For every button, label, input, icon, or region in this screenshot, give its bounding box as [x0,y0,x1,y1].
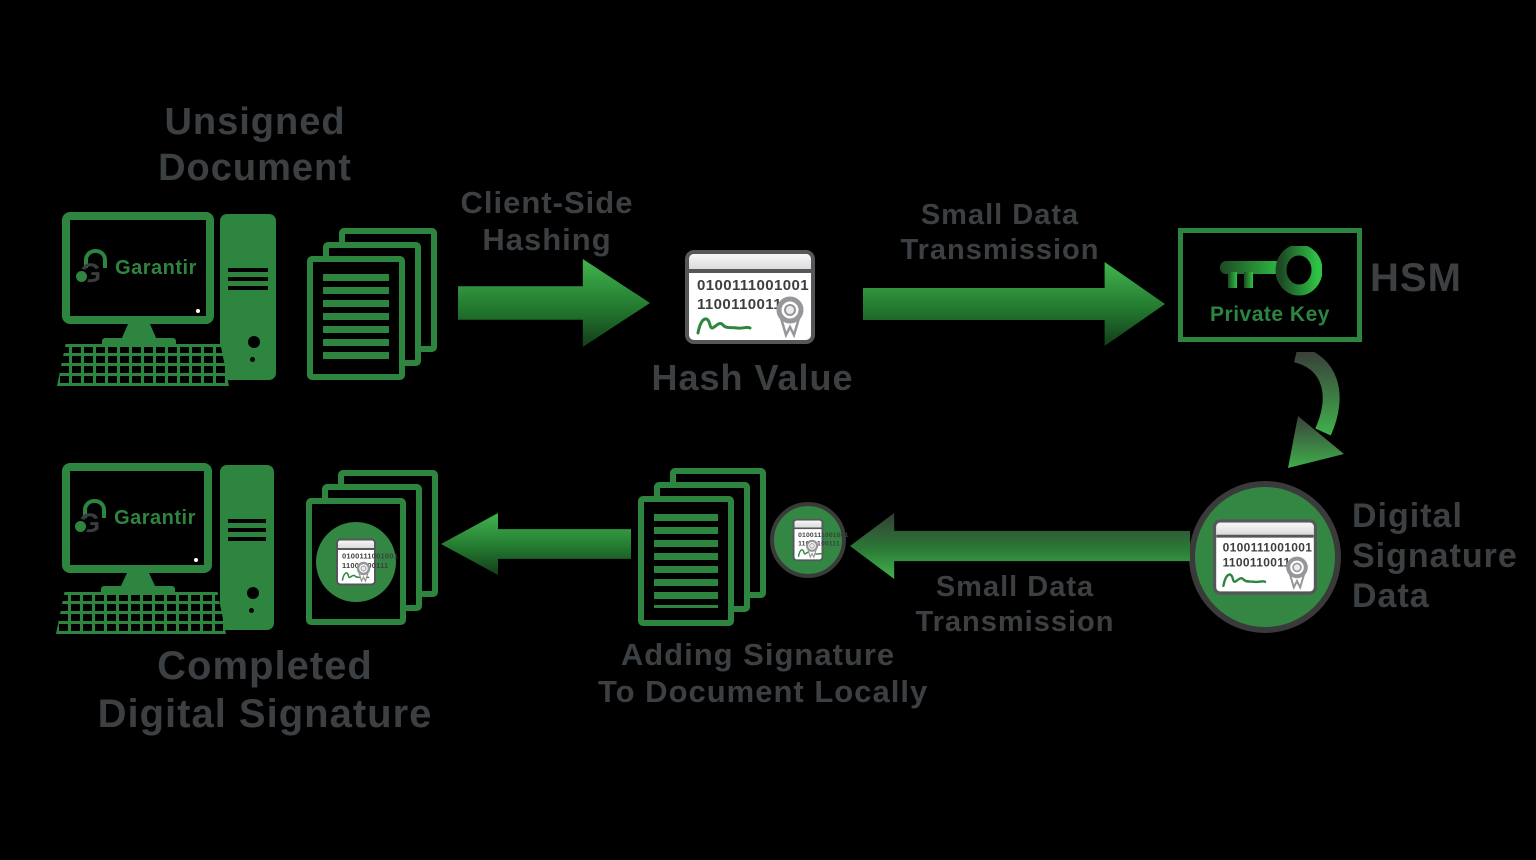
unsigned-document-label: Unsigned Document [105,100,405,191]
binary-hash-text: 0100111001001 11001100111 [798,531,848,548]
hashing-label-line2: Hashing [482,222,612,258]
signature-data-line3: Data [1352,577,1430,615]
document-page [307,256,405,380]
transmission-top-line2: Transmission [900,233,1100,266]
transmission-top-line1: Small Data [920,199,1080,231]
small-data-transmission-top-label: Small Data Transmission [890,198,1110,268]
signed-document-stack-icon: 0100111001001 11001100111 [306,470,438,625]
unsigned-document-stack-icon [307,228,437,380]
document-page: 0100111001001 11001100111 [306,498,406,625]
private-key-icon [1220,246,1322,296]
unsigned-label-line1: Unsigned [164,101,346,143]
small-data-transmission-bottom-label: Small Data Transmission [910,570,1120,640]
tower-power-button [248,336,260,348]
monitor-stand [121,322,157,340]
monitor-base [101,586,175,595]
arrow-right-icon-transmission [863,262,1165,346]
hash-value-text: Hash Value [651,357,854,398]
binary-line2: 11001100111 [798,539,840,548]
garantir-logo: G Garantir [70,220,206,316]
hashing-label-line1: Client-Side [460,185,634,220]
binary-line1: 0100111001001 [697,277,809,294]
binary-hash-text: 0100111001001 11001100111 [697,277,809,315]
adding-label-line1: Adding Signature [620,637,896,672]
ribbon-award-icon [1286,556,1308,590]
adding-signature-label: Adding Signature To Document Locally [598,636,929,710]
keyboard-icon [56,592,226,634]
brand-name: Garantir [115,256,197,279]
signature-badge-icon: 0100111001001 11001100111 [316,521,398,602]
hsm-label: HSM [1370,254,1480,302]
signature-data-line2: Signature [1352,537,1518,575]
document-page [638,496,734,626]
unsigned-label-line2: Document [158,146,352,189]
lock-shackle-icon [84,249,108,268]
ribbon-award-icon [776,296,804,338]
tower-led [248,608,254,613]
document-stack-signing-icon [638,468,766,626]
computer-tower-icon [220,465,274,630]
completed-label-line1: Completed [157,644,373,688]
monitor-icon: G Garantir [62,463,212,573]
curved-arrow-down-icon [1288,352,1344,468]
completed-label-line2: Digital Signature [97,692,433,736]
hsm-text: HSM [1370,256,1462,300]
transmission-bottom-line2: Transmission [915,605,1115,638]
card-header [1216,522,1314,538]
tower-led [249,357,255,362]
lock-icon: G [74,249,109,287]
completed-digital-signature-label: Completed Digital Signature [85,642,445,738]
binary-hash-text: 0100111001001 11001100111 [1223,541,1313,571]
tower-power-button [247,587,259,599]
digital-signature-data-label: Digital Signature Data [1352,496,1522,616]
monitor-icon: G Garantir [62,212,214,324]
card-header [338,540,374,550]
garantir-logo: G Garantir [70,471,204,565]
ribbon-award-icon [356,561,371,582]
brand-name: Garantir [114,506,196,529]
arrow-right-icon-hashing [458,259,650,347]
monitor-power-led [194,558,198,562]
computer-tower-icon [220,214,276,380]
binary-line1: 0100111001001 [798,531,849,539]
check-badge-icon [74,269,90,284]
signature-data-line1: Digital [1352,497,1463,535]
signature-badge-icon: 0100111001001 11001100111 [770,502,848,578]
ribbon-award-icon [805,539,819,559]
monitor-base [102,338,176,347]
lock-shackle-icon [83,499,107,518]
card-header [689,254,811,273]
lock-icon: G [73,499,108,537]
adding-label-line2: To Document Locally [598,674,929,710]
digital-signature-data-icon: 0100111001001 11001100111 [1189,481,1341,633]
signature-squiggle-icon [696,317,752,335]
hsm-box: Private Key [1178,228,1362,342]
hash-value-label: Hash Value [645,356,860,399]
monitor-power-led [196,309,200,313]
binary-line2: 11001100111 [1222,556,1297,570]
hash-value-card-icon: 0100111001001 11001100111 [685,250,815,344]
tower-vents [228,519,266,542]
document-text-lines [323,274,389,362]
binary-line1: 0100111001001 [342,551,398,561]
transmission-bottom-line1: Small Data [935,571,1095,603]
private-key-label: Private Key [1210,303,1330,326]
keyboard-icon [57,344,229,386]
signature-squiggle-icon [1222,573,1267,588]
arrow-left-icon-adding [441,513,631,575]
binary-line2: 11001100111 [697,295,790,313]
document-text-lines [654,514,718,608]
card-header [794,520,822,530]
check-badge-icon [73,519,89,534]
tower-vents [228,268,268,291]
binary-line1: 0100111001001 [1222,541,1313,555]
monitor-stand [120,571,156,588]
client-side-hashing-label: Client-Side Hashing [427,184,667,258]
